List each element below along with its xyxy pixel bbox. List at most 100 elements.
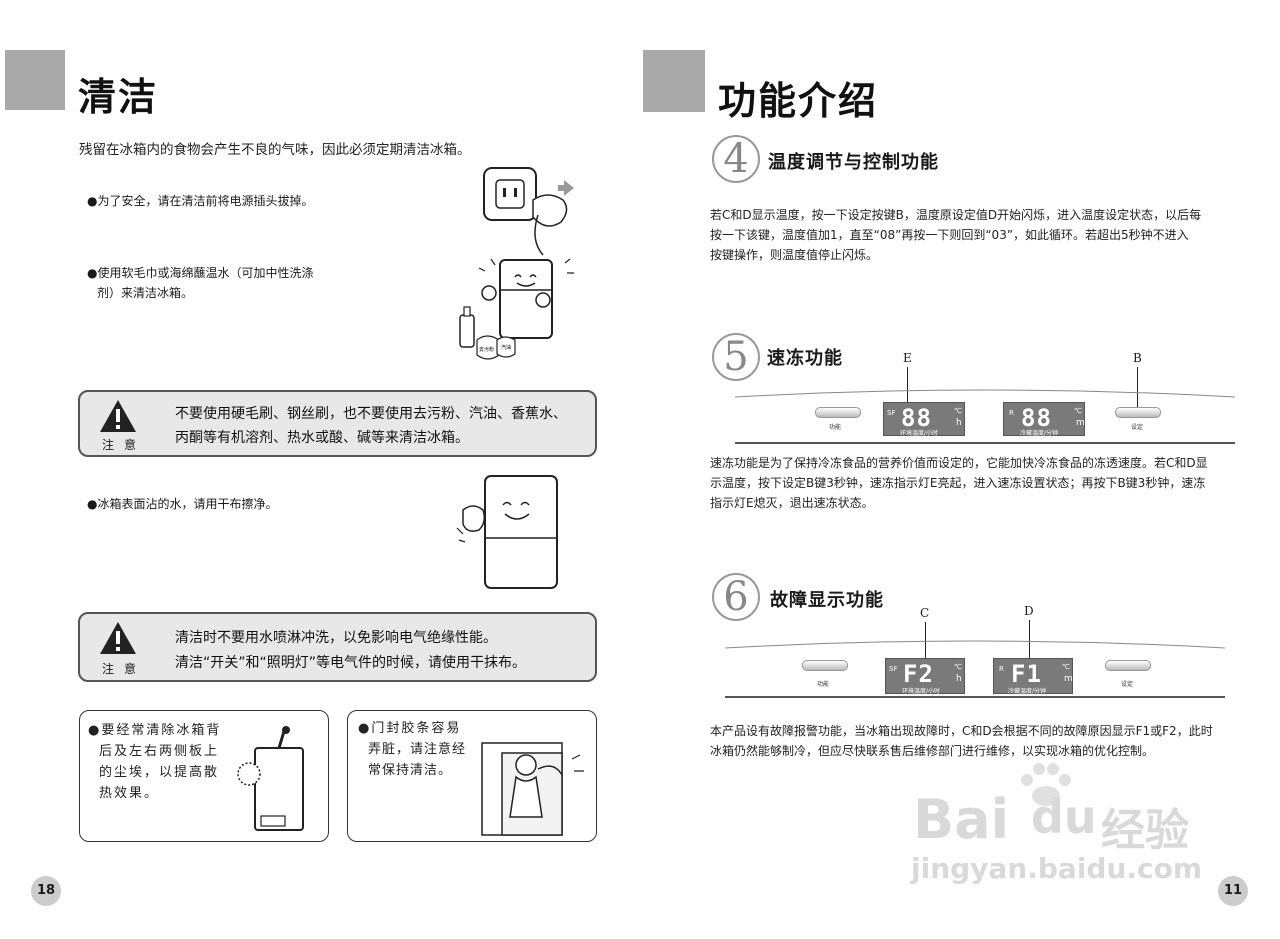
set-button[interactable] <box>1105 660 1151 671</box>
lcd-unit-bottom: h <box>956 674 962 684</box>
lcd-caption: 环境温度/小时 <box>900 430 939 437</box>
section-6-line1: 本产品设有故障报警功能，当冰箱出现故障时，C和D会根据不同的故障原因显示F1或F… <box>710 724 1213 738</box>
tip-dust-line2: 后及左右两侧板上 <box>99 744 220 759</box>
section-4-line1: 若C和D显示温度，按一下设定按键B，温度原设定值D开始闪烁，进入温度设定状态，以… <box>710 208 1202 222</box>
intro-text: 残留在冰箱内的食物会产生不良的气味，因此必须定期清洁冰箱。 <box>79 142 471 158</box>
lcd-caption: 冷藏温度/分钟 <box>1020 430 1059 437</box>
section-6-title: 故障显示功能 <box>770 590 884 611</box>
lcd-caption: 冷藏温度/分钟 <box>1008 688 1047 695</box>
panel-outline <box>725 640 1225 698</box>
caution2-line2: 清洁“开关”和“照明灯”等电气件的时候，请使用干抹布。 <box>175 655 527 671</box>
function-button-label: 功能 <box>829 424 842 431</box>
bullet-wipe-line1: ●使用软毛巾或海绵蘸温水（可加中性洗涤 <box>87 266 314 280</box>
function-button[interactable] <box>802 660 848 671</box>
unplug-illustration <box>483 167 574 256</box>
lcd-unit-bottom: m <box>1064 674 1073 684</box>
section-6-line2: 冰箱仍然能够制冷，但应尽快联系售后维修部门进行维修，以实现冰箱的优化控制。 <box>710 744 1155 758</box>
right-header-block <box>643 50 705 112</box>
gasoline-label: 汽油 <box>501 344 511 351</box>
lcd-unit-top: ℃ <box>954 407 962 415</box>
tip-gasket-line1: ●门封胶条容易 <box>358 721 462 736</box>
caution-box-1: 注意 不要使用硬毛刷、钢丝刷，也不要使用去污粉、汽油、香蕉水、 丙酮等有机溶剂、… <box>78 390 597 457</box>
tip-box-gasket: ●门封胶条容易 弄脏，请注意经 常保持清洁。 <box>347 710 597 842</box>
lcd-caption: 环境温度/小时 <box>902 688 941 695</box>
lcd-tag: R <box>999 665 1004 673</box>
watermark-cn: 经验 <box>1101 805 1189 856</box>
panel-outline <box>735 389 1235 444</box>
section-5-title: 速冻功能 <box>767 348 843 369</box>
bullet-wipe-line2: 剂）来清洁冰箱。 <box>97 286 194 300</box>
set-button-label: 设定 <box>1131 424 1144 431</box>
pointer-line-B <box>1137 367 1138 407</box>
fridge-back-illustration <box>237 726 304 831</box>
paw-icon <box>1021 763 1071 806</box>
tip-gasket-line2: 弄脏，请注意经 <box>368 742 467 757</box>
function-button-label: 功能 <box>817 681 830 688</box>
detergent-label: 去污粉 <box>479 346 494 353</box>
caution1-line2: 丙酮等有机溶剂、热水或酸、碱等来清洁冰箱。 <box>175 430 469 446</box>
lcd-display-left: SF F2 ℃ h 环境温度/小时 <box>885 658 965 695</box>
watermark-url: jingyan.baidu.com <box>911 852 1203 885</box>
warning-icon <box>100 622 136 654</box>
lcd-unit-top: ℃ <box>1074 407 1082 415</box>
lcd-digits: 88 <box>901 404 932 432</box>
door-gasket-illustration <box>481 742 584 836</box>
pointer-line-D <box>1029 620 1030 660</box>
lcd-digits: F2 <box>903 660 934 688</box>
lcd-digits: 88 <box>1021 404 1052 432</box>
caution-label: 注意 <box>102 438 147 452</box>
label-D: D <box>1024 604 1034 618</box>
tip-box-dust: ●要经常清除冰箱背 后及左右两侧板上 的尘埃，以提高散 热效果。 <box>79 710 329 842</box>
caution1-line1: 不要使用硬毛刷、钢丝刷，也不要使用去污粉、汽油、香蕉水、 <box>175 406 567 422</box>
control-panel-fault: C D 功能 设定 SF F2 ℃ h 环境温度/小时 R F1 ℃ m 冷藏温… <box>725 600 1225 700</box>
control-panel-quickfreeze: E B 功能 设定 SF 88 ℃ h 环境温度/小时 R 88 ℃ m 冷藏温… <box>735 345 1235 445</box>
bullet-dry-water: ●冰箱表面沾的水，请用干布擦净。 <box>87 497 278 511</box>
section-5-line3: 指示灯E熄灭，退出速冻状态。 <box>710 496 874 510</box>
set-button-label: 设定 <box>1121 681 1134 688</box>
caution2-line1: 清洁时不要用水喷淋冲洗，以免影响电气绝缘性能。 <box>175 630 497 646</box>
warning-icon <box>100 400 136 432</box>
section-5-line1: 速冻功能是为了保持冷冻食品的营养价值而设定的，它能加快冷冻食品的冻透速度。若C和… <box>710 456 1208 470</box>
left-page-title: 清洁 <box>78 75 159 119</box>
lcd-display-right: R 88 ℃ m 冷藏温度/分钟 <box>1003 402 1085 437</box>
left-page-number: 18 <box>31 876 61 906</box>
section-4-title: 温度调节与控制功能 <box>768 152 939 173</box>
section-5-number: 5 <box>712 333 760 381</box>
bullet-unplug: ●为了安全，请在清洁前将电源插头拔掉。 <box>87 194 314 208</box>
lcd-tag: SF <box>889 665 898 673</box>
section-4-line2: 按一下该键，温度值加1，直至“08”再按一下则回到“03”，如此循环。若超出5秒… <box>710 228 1189 242</box>
lcd-unit-bottom: m <box>1076 418 1085 428</box>
tip-dust-line3: 的尘埃，以提高散 <box>99 765 220 780</box>
label-C: C <box>920 606 930 620</box>
pointer-line-E <box>907 367 908 407</box>
set-button[interactable] <box>1115 407 1161 418</box>
watermark-brand: Bai <box>913 788 1010 851</box>
caution-label: 注意 <box>102 662 147 676</box>
lcd-unit-bottom: h <box>956 418 962 428</box>
tip-gasket-line3: 常保持清洁。 <box>368 763 453 778</box>
fridge-cleaning-illustration: 去污粉 汽油 <box>459 258 574 360</box>
lcd-tag: SF <box>887 409 896 417</box>
left-header-block <box>5 50 65 110</box>
caution-box-2: 注意 清洁时不要用水喷淋冲洗，以免影响电气绝缘性能。 清洁“开关”和“照明灯”等… <box>78 612 597 682</box>
lcd-display-right: R F1 ℃ m 冷藏温度/分钟 <box>993 658 1073 695</box>
section-4-number: 4 <box>712 135 760 183</box>
right-page-title: 功能介绍 <box>718 79 879 123</box>
tip-dust-line4: 热效果。 <box>99 786 160 801</box>
fridge-wiping-illustration <box>456 475 558 589</box>
baidu-watermark: Bai du 经验 jingyan.baidu.com <box>905 760 1215 890</box>
label-E: E <box>903 351 912 365</box>
section-4-line3: 按键操作，则温度值停止闪烁。 <box>710 248 879 262</box>
function-button[interactable] <box>815 407 861 418</box>
lcd-unit-top: ℃ <box>1062 663 1070 671</box>
lcd-unit-top: ℃ <box>954 663 962 671</box>
lcd-tag: R <box>1009 409 1014 417</box>
lcd-digits: F1 <box>1011 660 1042 688</box>
section-5-line2: 示温度，按下设定B键3秒钟，速冻指示灯E亮起，进入速冻设置状态；再按下B键3秒钟… <box>710 476 1206 490</box>
watermark-brand-du: du <box>1031 790 1097 844</box>
label-B: B <box>1133 351 1142 365</box>
section-6-number: 6 <box>712 573 760 621</box>
tip-dust-line1: ●要经常清除冰箱背 <box>88 723 222 738</box>
lcd-display-left: SF 88 ℃ h 环境温度/小时 <box>883 402 965 437</box>
right-page-number: 11 <box>1218 876 1248 906</box>
